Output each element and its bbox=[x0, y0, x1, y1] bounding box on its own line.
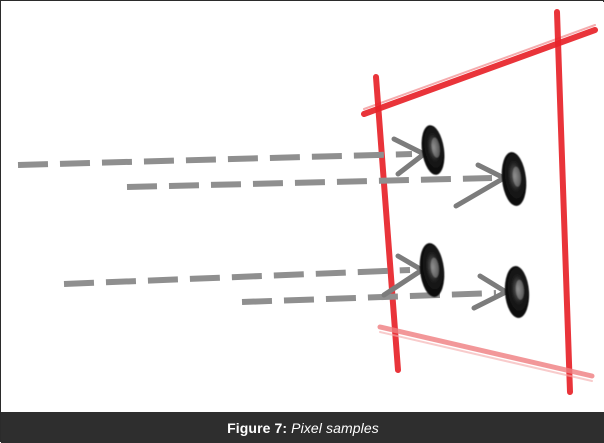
sample-blob-2 bbox=[501, 152, 527, 206]
arrow-head-2 bbox=[453, 162, 507, 209]
frame-bottom-line bbox=[377, 324, 595, 379]
frame-right-line bbox=[554, 9, 573, 395]
pixel-samples-illustration bbox=[2, 2, 604, 412]
ray-3 bbox=[63, 267, 411, 287]
sample-blob-1 bbox=[421, 125, 445, 175]
sample-blob-4 bbox=[504, 266, 530, 318]
ray-2 bbox=[126, 175, 493, 190]
sample-blob-3 bbox=[419, 243, 445, 297]
image-plane-frame bbox=[361, 9, 598, 395]
frame-left-line bbox=[373, 74, 401, 373]
figure-label: Figure 7: bbox=[227, 419, 288, 436]
arrow-heads bbox=[381, 136, 509, 311]
figure-caption-text: Pixel samples bbox=[291, 419, 379, 436]
ray-4 bbox=[241, 290, 497, 305]
dashed-rays bbox=[17, 151, 497, 305]
ray-1 bbox=[17, 151, 413, 168]
figure-caption: Figure 7: Pixel samples bbox=[1, 412, 604, 443]
sample-blobs bbox=[419, 125, 530, 318]
